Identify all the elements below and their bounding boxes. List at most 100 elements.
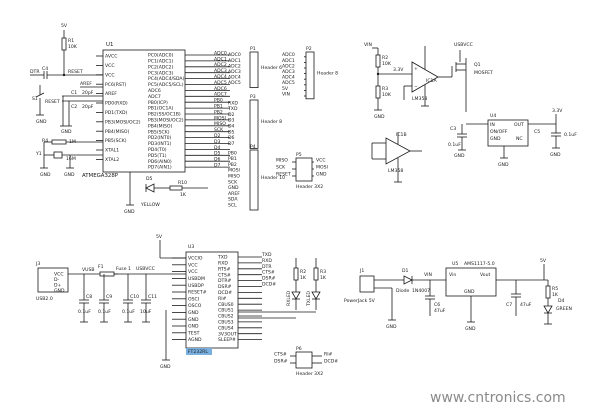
header-ref: P6 [296,346,302,352]
mcu-left-pin: PB5(SCK) [105,138,127,144]
ic-u3-ft232rl [185,251,239,349]
s1-ref: S1 [32,96,38,102]
header-pin-label: RXD [228,100,238,106]
r5-value: 1K [552,292,559,298]
mcu-left-pin: PB4(MISO) [105,129,129,135]
u3-right-pin: RTS# [218,266,231,272]
header-pin-label: ADC3 [228,69,241,75]
crystal-y1 [53,151,63,159]
u3-right-pin: CTS# [218,272,231,278]
r1-ref: R1 [68,38,74,44]
mcu-net-label: ADC6 [214,86,227,92]
header-pin-label: SDA [228,197,238,203]
v5-label-reg: 5V [540,258,547,264]
mcu-net-label: D4 [214,145,221,151]
mcu-net-label: D2 [214,133,221,139]
ic1b-part: LM358 [388,168,403,174]
header-pin-label: PB2 [228,162,237,168]
dtr-label: DTR [30,69,40,75]
header-pin-label: MOSI [316,164,328,170]
led [291,291,301,300]
mcu-net-label: ADC0 [214,50,227,56]
header-pin-label: TXD [227,106,238,112]
u3-left-pin: RESET# [188,290,207,296]
gnd-label-8: GND [454,153,465,159]
gnd-label-12: GND [465,326,476,332]
opamp-ic1a [411,61,439,93]
mcu-left-pin: PD1(TXD) [105,110,128,116]
d4-ref: D4 [558,298,565,304]
mcu-support: 5V R1 10K DTR RESET C4 AREF S1 RESET GND… [30,23,103,178]
header-pin-label: SCK [228,179,238,185]
u3-right-pins: TXDRXDRTS#CTS#DTR#DSR#DCD#RI#CBUS0CBUS1C… [217,252,276,343]
u5-pin-gnd: GND [464,289,475,295]
header-pin-label: SCK [276,164,286,170]
header-pin-label: VIN [282,91,290,97]
u3-left-pin: GND [188,324,199,330]
u3-ref: U3 [188,244,194,250]
vcc-label-u3: 5V [156,234,163,240]
u3-right-pin: 3V3OUT [218,331,237,337]
usbvcc-label: USBVCC [454,42,473,48]
u3-right-pin: CBUS1 [218,308,234,314]
header-body [295,351,313,369]
led-d5 [145,183,155,193]
opamp-ic1b [385,137,411,165]
ic1b-ref: IC1B [396,132,407,138]
mcu-left-pin: PC6(RST) [105,82,127,88]
c2-value: 20pF [82,104,94,110]
mcu-part: ATMEGA328P [82,173,119,179]
resistor-r5 [545,285,551,299]
header-name: Header 8 [317,70,338,76]
y1-ref: Y1 [35,151,42,157]
header-pin-label: PB0 [228,150,237,156]
q1-ref: Q1 [474,62,481,68]
header-body [249,149,259,211]
mcu-net-label: D5 [214,151,221,157]
header-pin-label: ADC4 [282,75,295,81]
mcu-right-pin: ADC7 [148,94,161,100]
u4-pin-out: OUT [514,122,524,128]
u3-left-pin: VCCIO [188,256,203,262]
r2-ref: R2 [382,55,388,61]
j1-ref: J1 [359,268,364,274]
fuse-f1 [99,271,115,277]
power-switch-block: VIN R2 10K 3.3V R3 10K GND + − IC1A LM35… [364,42,577,183]
vcc-label-r1: 5V [61,23,68,29]
gnd-label-7: GND [498,162,509,168]
c1-value: 20pF [82,90,94,96]
opamp-minus: − [414,85,418,90]
mcu-right-pins: PC0(ADC0)ADC0PC1(ADC1)ADC1PC2(ADC2)ADC2P… [148,50,230,171]
d1-part: 1N4007 [412,288,430,294]
c1-ref: C1 [71,90,77,96]
mcu-left-pin: PB3(MOSI/OC2) [105,119,141,125]
cap-ref: C11 [148,294,157,300]
header-pin-label: D4 [228,124,235,130]
switch-s1 [35,92,45,98]
u3-net-label: CTS# [262,270,275,276]
header-pin-label: ADC1 [282,58,295,64]
s1-label: RESET [45,99,60,105]
u3-right-pin: CBUS0 [218,302,234,308]
cap-ref: C8 [86,294,92,300]
mcu-right-pin: PC3(ADC3) [148,70,174,76]
r3-ref: R3 [382,86,388,92]
gnd-label-1: GND [36,119,47,125]
header-pin-label: ADC2 [282,63,295,69]
c3-value: 0.1uF [448,142,461,148]
mcu-right-pin: PB4(MISO) [148,123,172,129]
reset-net-label: RESET [68,69,83,75]
c3-ref: C3 [450,126,456,132]
u3-right-pin: CBUS3 [218,320,234,326]
vin-label-2: VIN [424,272,432,278]
mcu-net-label: MISO [214,121,226,127]
header-pin-label: SCL [228,203,237,209]
u3-left-pin: OSCO [188,303,202,309]
mcu-right-pin: PD6(AIN0) [148,159,172,165]
u3-net-label: TXD [261,252,272,258]
header-pin-label: ADC5 [228,80,241,86]
